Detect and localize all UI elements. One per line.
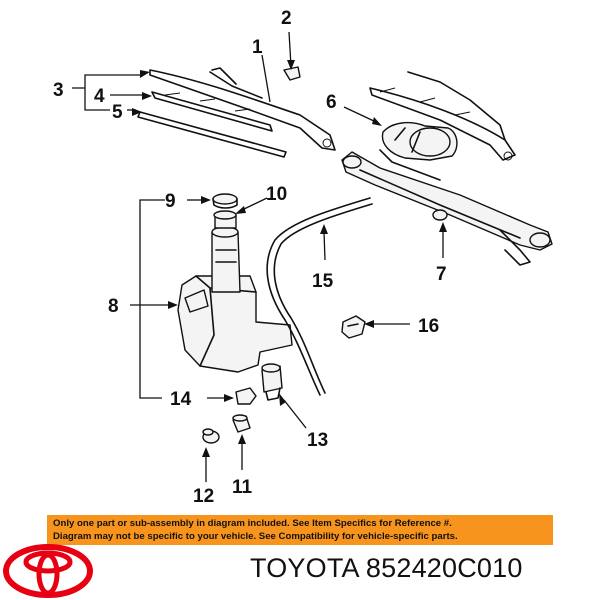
callout-16: 16 bbox=[418, 316, 439, 337]
wiper-linkage-part-7 bbox=[341, 149, 553, 266]
callout-9: 9 bbox=[165, 191, 176, 212]
callout-6: 6 bbox=[326, 92, 337, 113]
callout-8: 8 bbox=[108, 296, 119, 317]
callout-15: 15 bbox=[312, 271, 334, 292]
callout-13: 13 bbox=[307, 430, 328, 451]
callout-11: 11 bbox=[232, 477, 253, 498]
wiper-refill-left bbox=[137, 111, 287, 158]
washer-hose-part-15 bbox=[266, 197, 373, 396]
callout-2: 2 bbox=[281, 8, 292, 29]
leader-lines bbox=[72, 31, 447, 482]
wiper-arm-left bbox=[149, 67, 336, 151]
callout-4: 4 bbox=[94, 86, 105, 107]
nozzle-part-16 bbox=[341, 315, 366, 339]
disclaimer-line-2: Diagram may not be specific to your vehi… bbox=[53, 531, 458, 542]
callout-14: 14 bbox=[170, 389, 192, 410]
wiper-blade-left bbox=[151, 91, 273, 132]
fitting-part-12 bbox=[202, 428, 220, 444]
disclaimer-banner: Only one part or sub-assembly in diagram… bbox=[47, 515, 553, 545]
washer-pump-part-13 bbox=[261, 363, 283, 401]
callout-12: 12 bbox=[193, 486, 214, 507]
pump-seal-part-11 bbox=[232, 414, 251, 433]
callout-10: 10 bbox=[266, 184, 287, 205]
toyota-logo-icon bbox=[3, 544, 93, 598]
wiper-arm-right bbox=[369, 71, 516, 161]
cap-part-9 bbox=[212, 193, 238, 209]
callout-1: 1 bbox=[252, 37, 263, 58]
disclaimer-line-1: Only one part or sub-assembly in diagram… bbox=[53, 518, 452, 529]
part-number-label: TOYOTA 852420C010 bbox=[250, 553, 523, 583]
callout-7: 7 bbox=[436, 264, 447, 285]
washer-tank-part-8 bbox=[177, 226, 293, 373]
grommet-part-14 bbox=[235, 387, 257, 405]
clip-part-2 bbox=[283, 66, 301, 81]
wiper-motor-part-6 bbox=[381, 121, 458, 161]
filler-neck-part-10 bbox=[213, 210, 237, 229]
callout-5: 5 bbox=[112, 102, 123, 123]
callout-3: 3 bbox=[53, 80, 64, 101]
